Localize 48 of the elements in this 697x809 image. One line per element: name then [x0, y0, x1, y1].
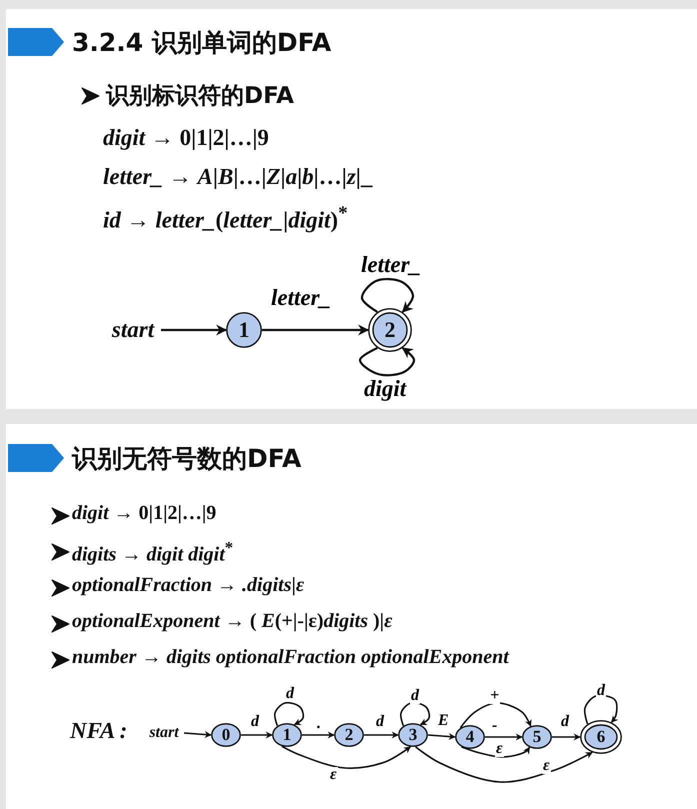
formula-text: optionalExponent → ( E(+|-|ε)digits )|ε [72, 610, 392, 633]
state-circle: 1 [272, 723, 302, 747]
self-loop-arrow [360, 278, 414, 313]
edge-label: letter_ [270, 286, 332, 309]
state-circle: 5 [522, 725, 552, 749]
transition-arrow [184, 731, 212, 738]
start-label: start [105, 317, 161, 343]
formula-text: number → digits optionalFraction optionalExponent [72, 646, 509, 669]
transition-arrow [161, 324, 228, 336]
formula-text: digit → 0|1|2|…|9 [72, 502, 216, 525]
transition-arrow [281, 746, 411, 769]
edge-label: letter_ [360, 253, 422, 276]
formula-text: digit → 0|1|2|…|9 [103, 125, 269, 151]
edge-label: + [489, 688, 500, 704]
state-circle: 0 [211, 723, 241, 747]
slide-title: 3.2.4 识别单词的DFA [72, 27, 332, 59]
state-circle: 3 [398, 723, 428, 747]
transition-arrow [461, 746, 530, 758]
transition-arrow [241, 732, 273, 738]
transition-arrow [364, 732, 399, 738]
edge-label: d [285, 686, 295, 702]
transition-arrow [552, 734, 581, 740]
self-loop-arrow [358, 347, 416, 376]
transition-arrow [415, 746, 593, 783]
transition-arrow [428, 733, 456, 740]
state-circle: 1 [226, 312, 262, 348]
formula-text: optionalFraction → .digits|ε [72, 574, 304, 597]
formula-text: id → letter_(letter_|digit)$^{*}$ [103, 203, 348, 234]
self-loop-arrow [274, 702, 304, 726]
self-loop-arrow [584, 694, 618, 724]
self-loop-arrow [400, 702, 430, 726]
formula-text: NFA : [70, 718, 128, 744]
formula-text: letter_ → A|B|…|Z|a|b|…|z|_ [103, 164, 372, 190]
state-circle: 2 [334, 723, 364, 747]
transition-arrow [262, 324, 370, 336]
edge-label: d [410, 688, 420, 704]
transition-arrow [460, 702, 532, 728]
formula-text: digits → digit digit$^{*}$ [72, 538, 234, 567]
state-circle: 4 [455, 725, 485, 749]
section-heading: 识别无符号数的DFA [72, 443, 302, 475]
edge-label: d [596, 683, 606, 699]
transition-arrow [485, 734, 523, 740]
transition-arrow [302, 732, 335, 738]
edge-label: digit [363, 377, 408, 400]
start-label: start [144, 724, 184, 742]
accepting-state-circle: 2 [368, 308, 412, 352]
accepting-state-circle: 6 [580, 720, 622, 754]
subheading: 识别标识符的DFA [106, 82, 294, 111]
